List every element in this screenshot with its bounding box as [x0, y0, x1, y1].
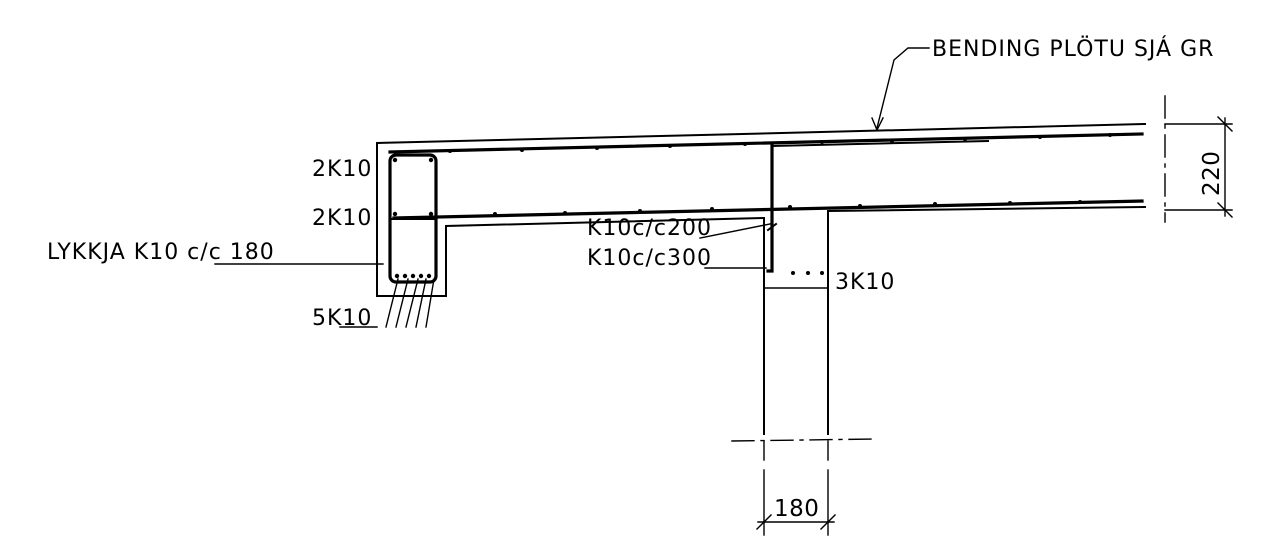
web-break-line [731, 438, 876, 461]
web-rebar [766, 144, 824, 275]
label-web-bottom-bars: 3K10 [835, 270, 895, 295]
label-bottom-bars: 5K10 [312, 306, 372, 331]
dimension-180-label: 180 [774, 496, 819, 522]
dimension-220-label: 220 [1199, 151, 1225, 196]
label-slab-bending-note: BENDING PLÖTU SJÁ GR [932, 36, 1214, 62]
slab-bottom-rebar [392, 199, 1144, 220]
label-web-bars-lower: K10c/c300 [587, 246, 712, 271]
leader-lines [214, 47, 930, 328]
label-stirrups: LYKKJA K10 c/c 180 [47, 240, 275, 265]
slab-top-rebar [388, 132, 1144, 154]
dimension-web-width [756, 469, 836, 536]
dimension-slab-thickness [1164, 116, 1233, 218]
edge-beam-stirrups [388, 153, 438, 284]
label-mid-bars: 2K10 [312, 206, 372, 231]
label-top-bars: 2K10 [312, 157, 372, 182]
label-web-bars-upper: K10c/c200 [587, 216, 712, 241]
concrete-outline [376, 122, 1147, 435]
